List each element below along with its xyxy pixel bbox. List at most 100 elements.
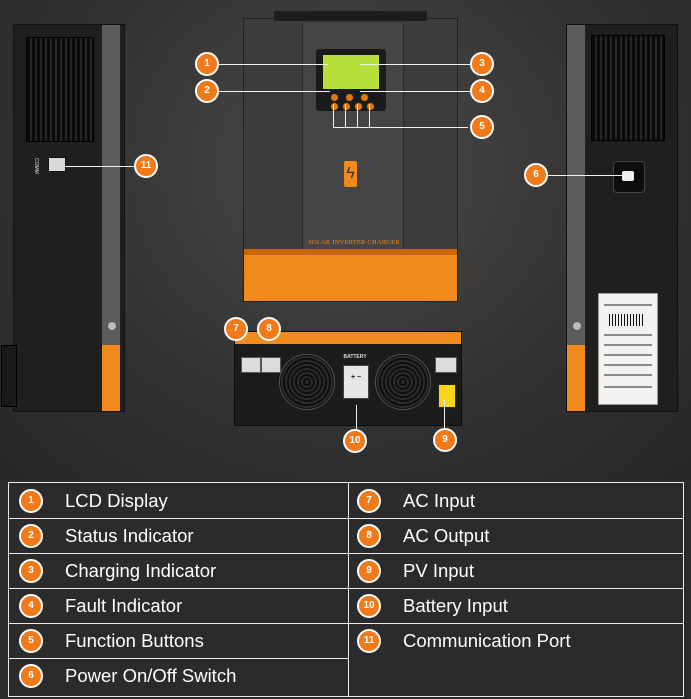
callout-11: 11 [134, 154, 158, 178]
leader-3 [360, 64, 470, 65]
right-rail [567, 25, 585, 411]
legend-number: 9 [357, 558, 381, 583]
battery-polarity: + − [350, 374, 362, 381]
function-button-4 [366, 102, 375, 111]
callout-7: 7 [224, 317, 248, 341]
barcode [609, 314, 645, 326]
comm-port-label: COMM [33, 158, 39, 174]
row-divider [9, 518, 683, 519]
right-screw [572, 321, 582, 331]
leader-5-drop [333, 104, 334, 127]
leader-10 [356, 405, 357, 429]
sticker-line [604, 334, 652, 336]
mounting-bracket [274, 11, 427, 21]
sticker-line [604, 386, 652, 388]
legend-number: 10 [357, 593, 381, 618]
legend-label: Fault Indicator [65, 594, 183, 616]
legend-number: 6 [19, 663, 43, 688]
row-divider [9, 553, 683, 554]
front-brand-label: SOLAR INVERTER CHARGER [308, 239, 400, 246]
legend-label: AC Input [403, 489, 475, 511]
legend-table: 1 LCD Display 2 Status Indicator 3 Charg… [8, 482, 684, 697]
lcd-display [323, 55, 379, 89]
function-button-3 [354, 102, 363, 111]
row-divider [9, 658, 349, 659]
left-orange-strip [102, 345, 120, 411]
ac-output-terminal [261, 357, 281, 373]
legend-number: 4 [19, 593, 43, 618]
function-button-1 [330, 102, 339, 111]
leader-1 [218, 64, 328, 65]
leader-5-drop [369, 104, 370, 127]
pv-input-terminal [435, 357, 457, 373]
legend-number: 2 [19, 523, 43, 548]
legend-item: 1 LCD Display [19, 483, 168, 518]
sticker-line [604, 374, 652, 376]
legend-label: AC Output [403, 524, 490, 546]
legend-item: 10 Battery Input [357, 588, 508, 623]
legend-label: PV Input [403, 559, 474, 581]
fault-led [360, 93, 369, 102]
warning-sticker [438, 384, 456, 408]
row-divider [9, 588, 683, 589]
cooling-fan-left [279, 354, 335, 410]
legend-label: Communication Port [403, 629, 571, 651]
legend-item: 8 AC Output [357, 518, 489, 553]
legend-number: 8 [357, 523, 381, 548]
left-screw [107, 321, 117, 331]
legend-label: Status Indicator [65, 524, 194, 546]
cooling-fan-right [375, 354, 431, 410]
left-vent [26, 37, 94, 142]
legend-label: Charging Indicator [65, 559, 217, 581]
leader-5 [333, 127, 468, 128]
leader-9 [444, 400, 445, 430]
bottom-orange-edge [235, 332, 461, 344]
legend-item: 6 Power On/Off Switch [19, 658, 236, 693]
sticker-line [604, 304, 652, 306]
legend-label: Battery Input [403, 594, 508, 616]
legend-divider [348, 483, 349, 696]
callout-10: 10 [343, 429, 367, 453]
callout-6: 6 [524, 163, 548, 187]
right-vent [591, 35, 665, 141]
front-orange-base [244, 249, 457, 301]
bottom-view: BATTERY + − [234, 331, 462, 426]
status-led [330, 93, 339, 102]
spec-label-sticker [598, 293, 658, 405]
function-button-2 [342, 102, 351, 111]
battery-label: BATTERY [343, 354, 367, 360]
legend-number: 11 [357, 628, 381, 653]
left-bracket [1, 345, 17, 407]
communication-port [48, 157, 66, 172]
front-view: ϟ SOLAR INVERTER CHARGER [243, 11, 458, 302]
legend-item: 9 PV Input [357, 553, 474, 588]
leader-2 [218, 91, 330, 92]
leader-5-drop [357, 104, 358, 127]
callout-4: 4 [470, 79, 494, 103]
power-switch-rocker [622, 171, 634, 181]
legend-number: 3 [19, 558, 43, 583]
callout-2: 2 [195, 79, 219, 103]
legend-label: Power On/Off Switch [65, 664, 237, 686]
legend-item: 4 Fault Indicator [19, 588, 182, 623]
callout-9: 9 [433, 428, 457, 452]
legend-item: 3 Charging Indicator [19, 553, 216, 588]
front-orange-band [244, 249, 457, 255]
left-rail [102, 25, 120, 411]
leader-4 [360, 91, 470, 92]
legend-number: 7 [357, 488, 381, 513]
legend-item: 5 Function Buttons [19, 623, 204, 658]
callout-8: 8 [257, 317, 281, 341]
charging-led [345, 93, 354, 102]
legend-item: 7 AC Input [357, 483, 475, 518]
legend-label: Function Buttons [65, 629, 204, 651]
bolt-icon: ϟ [344, 161, 357, 187]
left-side-view [1, 24, 125, 412]
right-orange-strip [567, 345, 585, 411]
sticker-line [604, 354, 652, 356]
row-divider [9, 623, 683, 624]
ac-input-terminal [241, 357, 261, 373]
legend-label: LCD Display [65, 489, 168, 511]
power-switch [613, 161, 645, 193]
product-illustration: COMM ϟ SOLAR INVERTER CHARGER [0, 0, 691, 480]
